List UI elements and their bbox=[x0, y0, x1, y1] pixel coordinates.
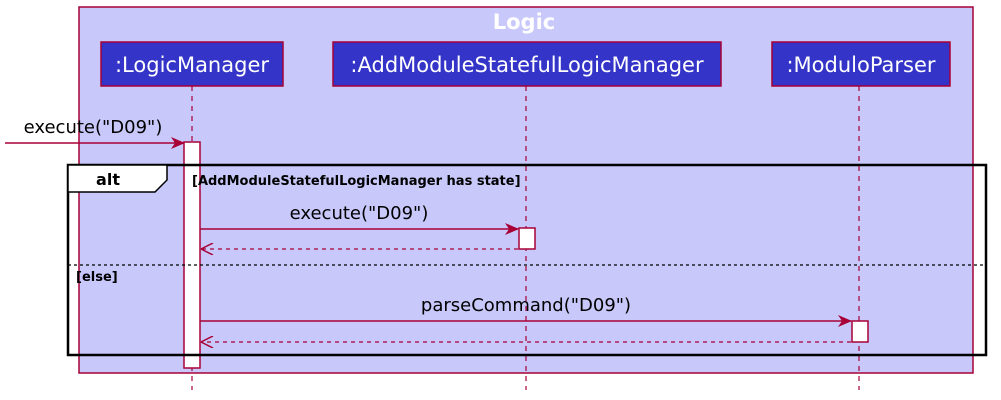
activation-modulo-parser bbox=[851, 320, 869, 343]
alt-tab bbox=[67, 164, 168, 193]
found-message-label: execute("D09") bbox=[24, 117, 163, 138]
participant-logic-manager: :LogicManager bbox=[100, 41, 284, 87]
participant-add-module-manager-label: :AddModuleStatefulLogicManager bbox=[350, 53, 704, 77]
participant-modulo-parser-label: :ModuloParser bbox=[786, 53, 935, 77]
alt-fragment bbox=[66, 163, 988, 357]
alt-guard: [AddModuleStatefulLogicManager has state… bbox=[192, 174, 521, 189]
participant-modulo-parser: :ModuloParser bbox=[771, 41, 951, 87]
participant-add-module-manager: :AddModuleStatefulLogicManager bbox=[332, 41, 722, 87]
logic-frame-title: Logic bbox=[493, 10, 556, 34]
else-parse-label: parseCommand("D09") bbox=[421, 295, 631, 316]
else-guard: [else] bbox=[76, 270, 118, 285]
activation-add-module-manager bbox=[518, 227, 536, 250]
alt-keyword: alt bbox=[96, 170, 120, 189]
activation-logic-manager bbox=[183, 141, 201, 369]
participant-logic-manager-label: :LogicManager bbox=[115, 53, 269, 77]
alt-execute-label: execute("D09") bbox=[290, 203, 429, 224]
